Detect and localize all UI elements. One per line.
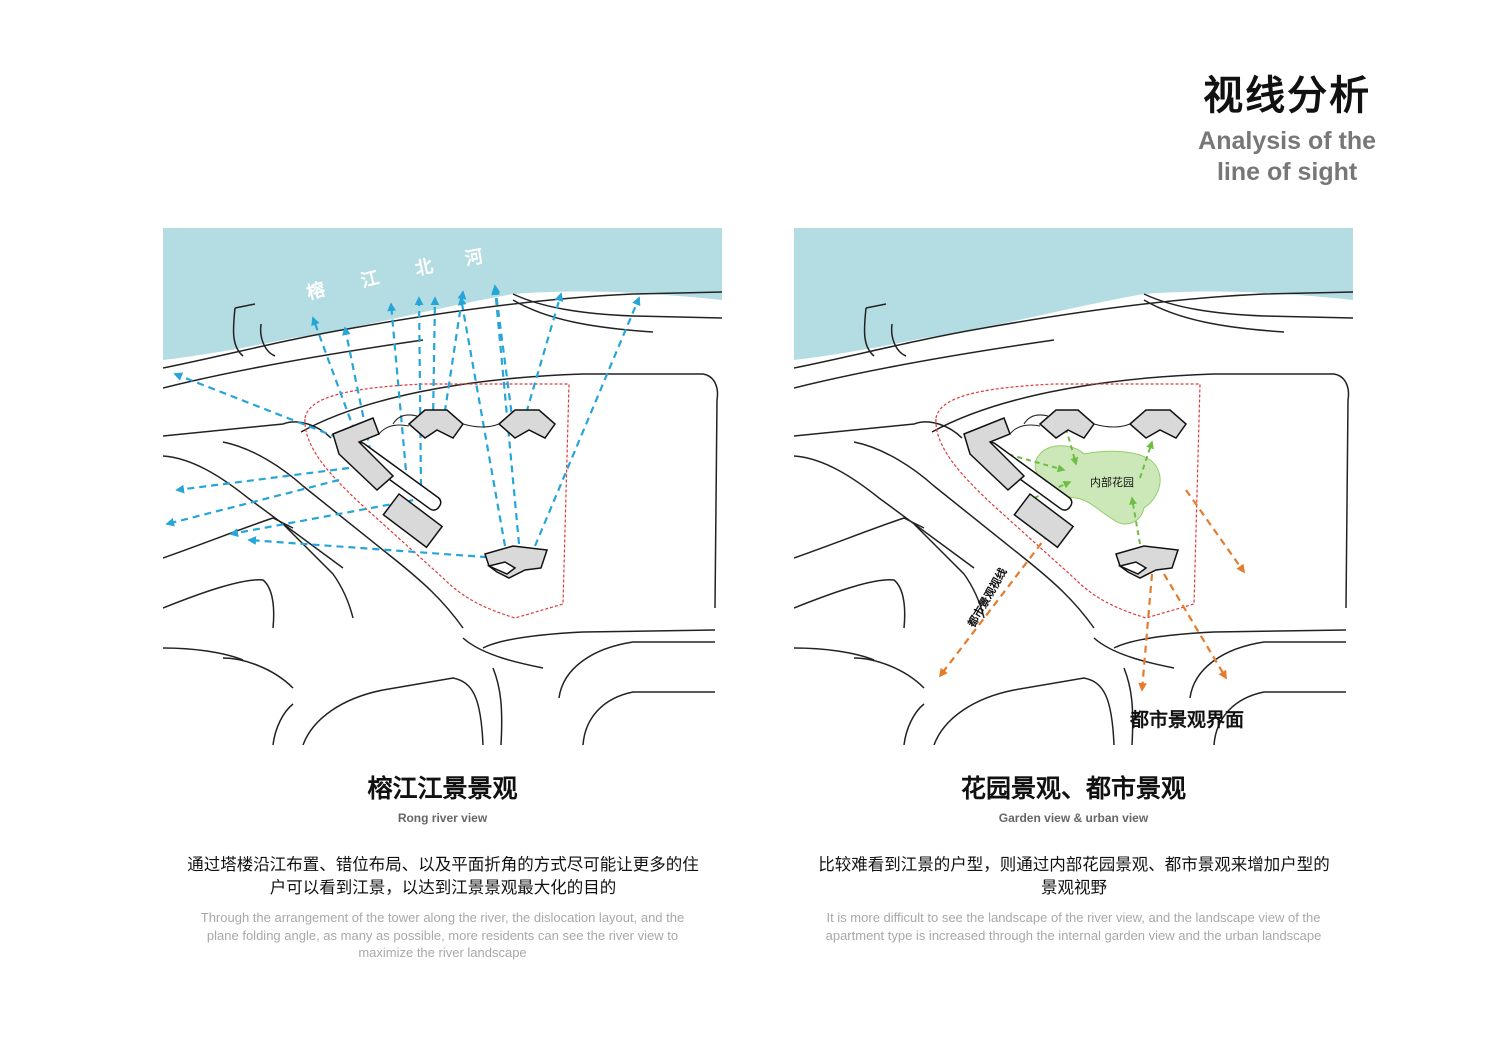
river-view-description: 通过塔楼沿江布置、错位布局、以及平面折角的方式尽可能让更多的住 户可以看到江景，… [163, 853, 723, 899]
river-label-char-4: 河 [463, 246, 484, 270]
sightline-arrow [441, 290, 467, 425]
street-blocks [794, 291, 1353, 745]
garden-urban-view-description-line1: 比较难看到江景的户型，则通过内部花园景观、都市景观来增加户型的 [818, 855, 1330, 874]
corridors [1009, 414, 1131, 435]
sightline-arrow [457, 296, 507, 547]
sightline-arrow [1185, 489, 1246, 574]
sightline-arrow [229, 496, 426, 538]
garden-urban-view-description-en: It is more difficult to see the landscap… [804, 909, 1344, 944]
river [794, 228, 1353, 360]
river-view-subtitle: Rong river view [397, 811, 488, 825]
river-label: 榕 江 北 河 [304, 246, 485, 304]
sightline-arrow [491, 286, 521, 545]
page-header: 视线分析 Analysis of the line of sight [1198, 70, 1376, 188]
sightline-arrow [165, 478, 340, 527]
corridors [378, 414, 500, 435]
tower-d [1128, 409, 1188, 439]
tower-e-inner [1117, 561, 1148, 575]
garden-urban-view-description-en-line1: It is more difficult to see the landscap… [826, 910, 1321, 925]
sightline-arrow [533, 296, 641, 547]
tower-e-inner [486, 561, 517, 575]
tower-b [382, 492, 444, 549]
sightline-arrow [938, 523, 1057, 678]
river-view-description-line2: 户可以看到江景，以达到江景景观最大化的目的 [269, 878, 617, 897]
sightline-arrow [430, 296, 440, 423]
sightline-arrow [247, 536, 500, 560]
river-view-description-en-line3: maximize the river landscape [358, 945, 527, 960]
page-subtitle-line1: Analysis of the [1198, 127, 1376, 155]
river-sightlines [165, 284, 641, 560]
sightline-arrow [387, 302, 409, 483]
garden-urban-view-caption: 花园景观、都市景观 Garden view & urban view 比较难看到… [794, 772, 1353, 944]
street-blocks [163, 291, 722, 745]
river-view-diagram: 榕 江 北 河 [163, 228, 722, 745]
river [163, 228, 722, 360]
sightline-arrow [1139, 440, 1154, 479]
sightline-arrow [1065, 427, 1079, 466]
tower-a [332, 417, 395, 492]
river-view-description-en-line1: Through the arrangement of the tower alo… [200, 910, 685, 925]
tower-buildings [332, 409, 557, 579]
garden-urban-view-title: 花园景观、都市景观 [960, 774, 1186, 803]
urban-sightlines [938, 489, 1246, 692]
garden-urban-view-subtitle: Garden view & urban view [998, 811, 1149, 825]
sightline-arrow [1163, 573, 1227, 680]
garden-urban-view-description: 比较难看到江景的户型，则通过内部花园景观、都市景观来增加户型的 景观视野 [794, 853, 1354, 899]
sightline-arrow [521, 292, 564, 425]
page-title: 视线分析 [1203, 73, 1372, 119]
sightline-arrow [1129, 496, 1141, 545]
page-subtitle: Analysis of the line of sight [1198, 126, 1376, 188]
river-view-description-line1: 通过塔楼沿江布置、错位布局、以及平面折角的方式尽可能让更多的住 [187, 855, 699, 874]
garden-label: 内部花园 [1090, 475, 1134, 489]
river-view-description-en: Through the arrangement of the tower alo… [173, 909, 713, 962]
urban-interface-label: 都市景观界面 [1129, 708, 1244, 731]
sightline-arrow [1138, 573, 1154, 692]
site-boundary [304, 383, 570, 619]
site-boundary [935, 383, 1201, 619]
garden-urban-view-description-en-line2: apartment type is increased through the … [825, 927, 1322, 943]
tower-c [1038, 409, 1096, 439]
tower-d [497, 409, 557, 439]
river-label-char-2: 江 [359, 267, 382, 292]
garden-urban-view-description-line2: 景观视野 [1041, 878, 1107, 897]
river-label-char-3: 北 [413, 256, 435, 280]
garden-urban-view-diagram: 内部花园 都市景观视线 都市景观界面 [794, 228, 1353, 745]
page-subtitle-line2: line of sight [1216, 158, 1358, 186]
tower-a [963, 417, 1026, 492]
river-view-description-en-line2: plane folding angle, as many as possible… [206, 927, 679, 943]
sightline-arrow [175, 466, 350, 494]
river-view-caption: 榕江江景景观 Rong river view 通过塔楼沿江布置、错位布局、以及平… [163, 772, 722, 962]
river-view-title: 榕江江景景观 [367, 774, 518, 803]
tower-c [407, 409, 465, 439]
sightline-arrow [414, 296, 424, 487]
tower-b [1013, 492, 1075, 549]
tower-buildings [963, 409, 1188, 579]
garden-urban-view-map: 内部花园 都市景观视线 都市景观界面 [794, 228, 1353, 745]
river-view-map: 榕 江 北 河 [163, 228, 722, 745]
